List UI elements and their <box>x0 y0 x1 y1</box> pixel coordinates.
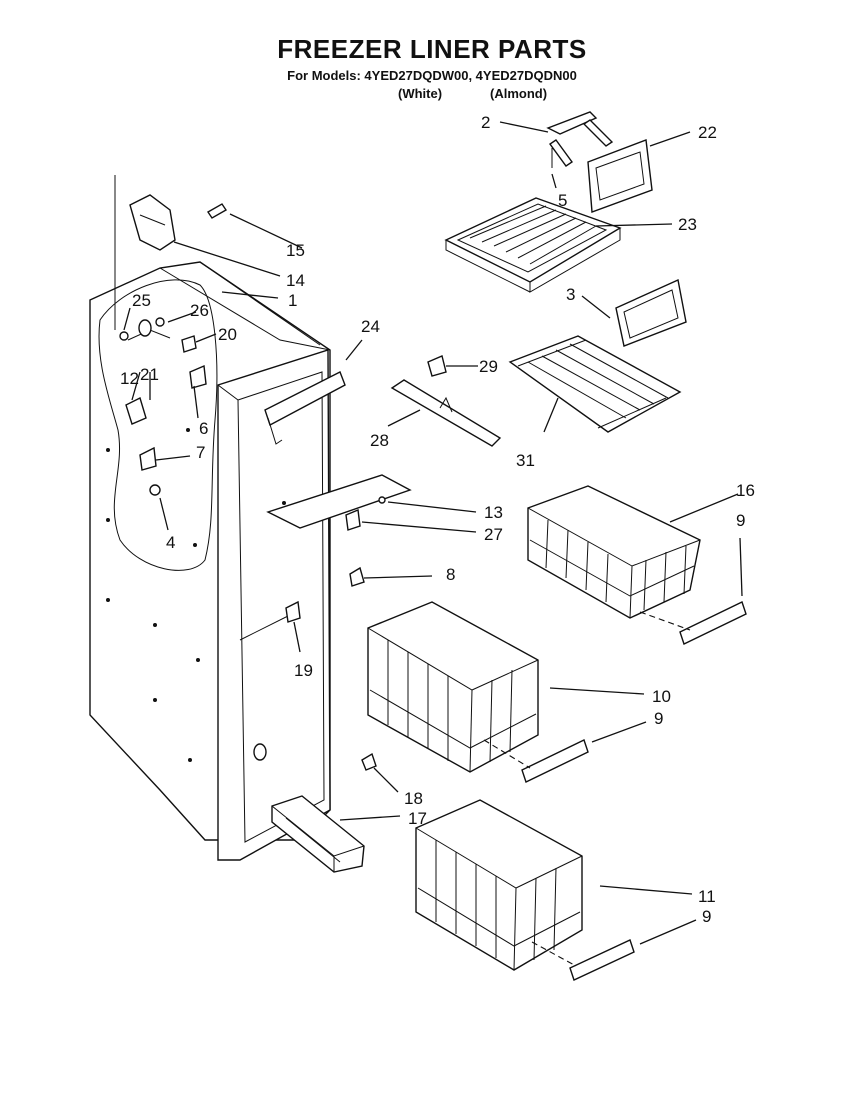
callout-14: 14 <box>286 271 305 290</box>
basket-16 <box>527 485 701 619</box>
shelf-frame-22 <box>587 139 653 213</box>
callout-24: 24 <box>361 317 380 336</box>
callout-13: 13 <box>484 503 503 522</box>
shelf-support-28 <box>390 379 502 447</box>
callout-11: 11 <box>698 887 716 906</box>
callout-16: 16 <box>736 481 755 500</box>
basket-11 <box>415 799 583 971</box>
callout-8: 8 <box>446 565 455 584</box>
callout-21: 21 <box>140 365 159 384</box>
callout-22: 22 <box>698 123 717 142</box>
callout-2: 2 <box>481 113 490 132</box>
trim-17 <box>271 795 365 873</box>
leader-lines <box>123 121 743 945</box>
callout-4: 4 <box>166 533 175 552</box>
wire-shelf-31 <box>508 335 682 433</box>
glass-shelf-23 <box>444 197 622 293</box>
callout-10: 10 <box>652 687 671 706</box>
callout-27: 27 <box>484 525 503 544</box>
callout-7: 7 <box>196 443 205 462</box>
callout-12: 12 <box>120 369 139 388</box>
callout-23: 23 <box>678 215 697 234</box>
screw-29 <box>427 355 447 377</box>
callout-28: 28 <box>370 431 389 450</box>
callout-1: 1 <box>288 291 297 310</box>
basket-trim-9b <box>483 739 589 783</box>
cover-24 <box>264 371 346 445</box>
screw-15 <box>207 203 227 219</box>
callout-9-top: 9 <box>736 511 745 530</box>
basket-trim-9a <box>639 601 747 645</box>
basket-10 <box>367 601 539 773</box>
freezer-liner <box>89 175 412 861</box>
shelf-bracket-2 <box>546 111 614 168</box>
almond-variant-label: (Almond) <box>490 86 548 101</box>
callout-9-bottom: 9 <box>702 907 711 926</box>
callout-5: 5 <box>558 191 567 210</box>
callout-31: 31 <box>516 451 535 470</box>
callout-20: 20 <box>218 325 237 344</box>
callout-15: 15 <box>286 241 305 260</box>
callout-9-middle: 9 <box>654 709 663 728</box>
callout-19: 19 <box>294 661 313 680</box>
small-parts-cluster <box>119 317 386 771</box>
callout-17: 17 <box>408 809 427 828</box>
white-variant-label: (White) <box>398 86 443 101</box>
bracket-14 <box>129 194 176 251</box>
shelf-frame-3 <box>615 278 687 347</box>
callout-18: 18 <box>404 789 423 808</box>
callout-3: 3 <box>566 285 575 304</box>
callout-6: 6 <box>199 419 208 438</box>
models-subtitle: For Models: 4YED27DQDW00, 4YED27DQDN00 <box>287 68 577 83</box>
callout-numbers: 2 22 5 23 3 29 31 28 24 15 14 1 25 26 20… <box>120 113 755 926</box>
basket-trim-9c <box>531 939 635 981</box>
callout-26: 26 <box>190 301 209 320</box>
callout-29: 29 <box>479 357 498 376</box>
callout-25: 25 <box>132 291 151 310</box>
diagram-title: FREEZER LINER PARTS <box>277 34 587 64</box>
